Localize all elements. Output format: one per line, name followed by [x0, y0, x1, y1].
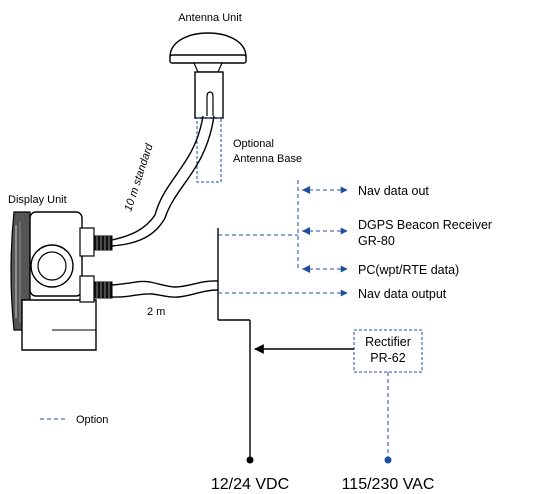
display-unit-label: Display Unit — [8, 194, 67, 206]
ac-terminal-dot — [384, 456, 392, 464]
optional-label: Optional — [233, 138, 274, 150]
antenna-cable — [111, 115, 215, 247]
antenna-base-label: Antenna Base — [233, 153, 302, 165]
data-arrowheads-left — [302, 186, 310, 273]
nav-data-out-label: Nav data out — [358, 184, 429, 198]
nav-data-output-label: Nav data output — [358, 287, 447, 301]
pc-data-label: PC(wpt/RTE data) — [358, 263, 459, 277]
cable-length-power-label: 2 m — [147, 306, 165, 318]
dc-terminal-dot — [246, 456, 254, 464]
dgps-model-label: GR-80 — [358, 234, 395, 248]
ac-supply-label: 115/230 VAC — [342, 476, 435, 493]
rectifier-box — [353, 329, 423, 373]
rectifier-model-label: PR-62 — [370, 351, 405, 365]
data-connections — [218, 180, 348, 297]
antenna-unit-label: Antenna Unit — [178, 12, 242, 24]
power-connector — [93, 281, 113, 299]
rectifier-label: Rectifier — [365, 335, 411, 349]
optional-antenna-base — [196, 117, 222, 183]
antenna-unit — [169, 32, 247, 119]
power-cable — [111, 280, 219, 298]
legend-option-label: Option — [76, 414, 108, 426]
cable-length-antenna-label: 10 m standard — [122, 142, 155, 213]
dgps-receiver-label: DGPS Beacon Receiver — [358, 218, 492, 232]
antenna-connector — [93, 235, 113, 251]
junction-lines — [217, 228, 254, 464]
display-unit — [10, 211, 97, 351]
dc-supply-label: 12/24 VDC — [211, 476, 289, 493]
